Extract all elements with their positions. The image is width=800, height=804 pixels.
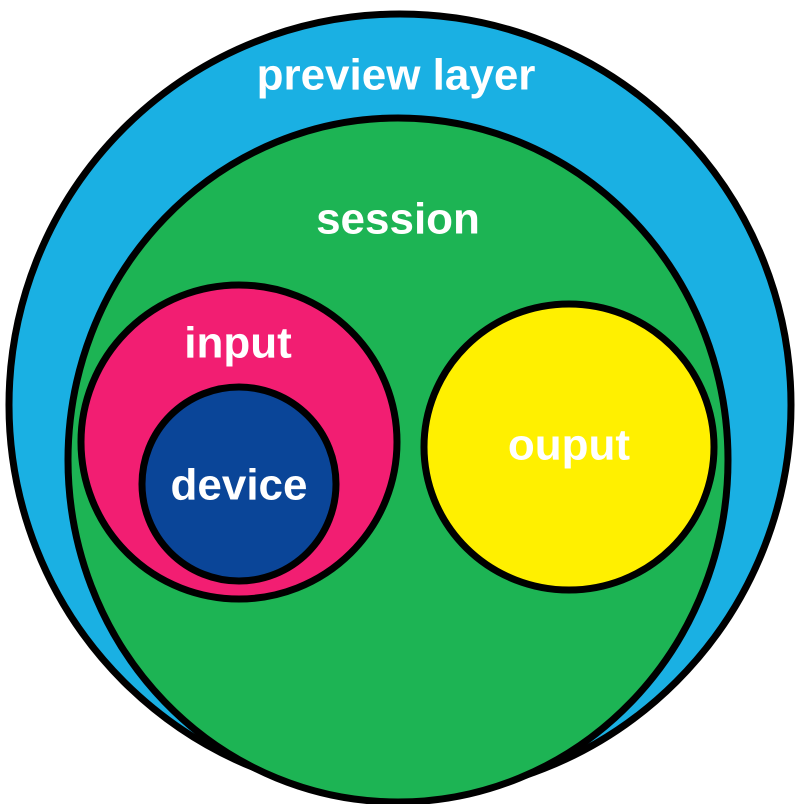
- session-label: session: [316, 195, 480, 244]
- device-label: device: [171, 461, 308, 510]
- output-circle: [420, 300, 718, 594]
- output-group: ouput: [420, 300, 718, 594]
- device-group: device: [138, 383, 340, 585]
- preview-layer-label: preview layer: [257, 51, 536, 100]
- device-circle: [138, 383, 340, 585]
- output-label: ouput: [508, 421, 631, 470]
- input-label: input: [184, 319, 292, 368]
